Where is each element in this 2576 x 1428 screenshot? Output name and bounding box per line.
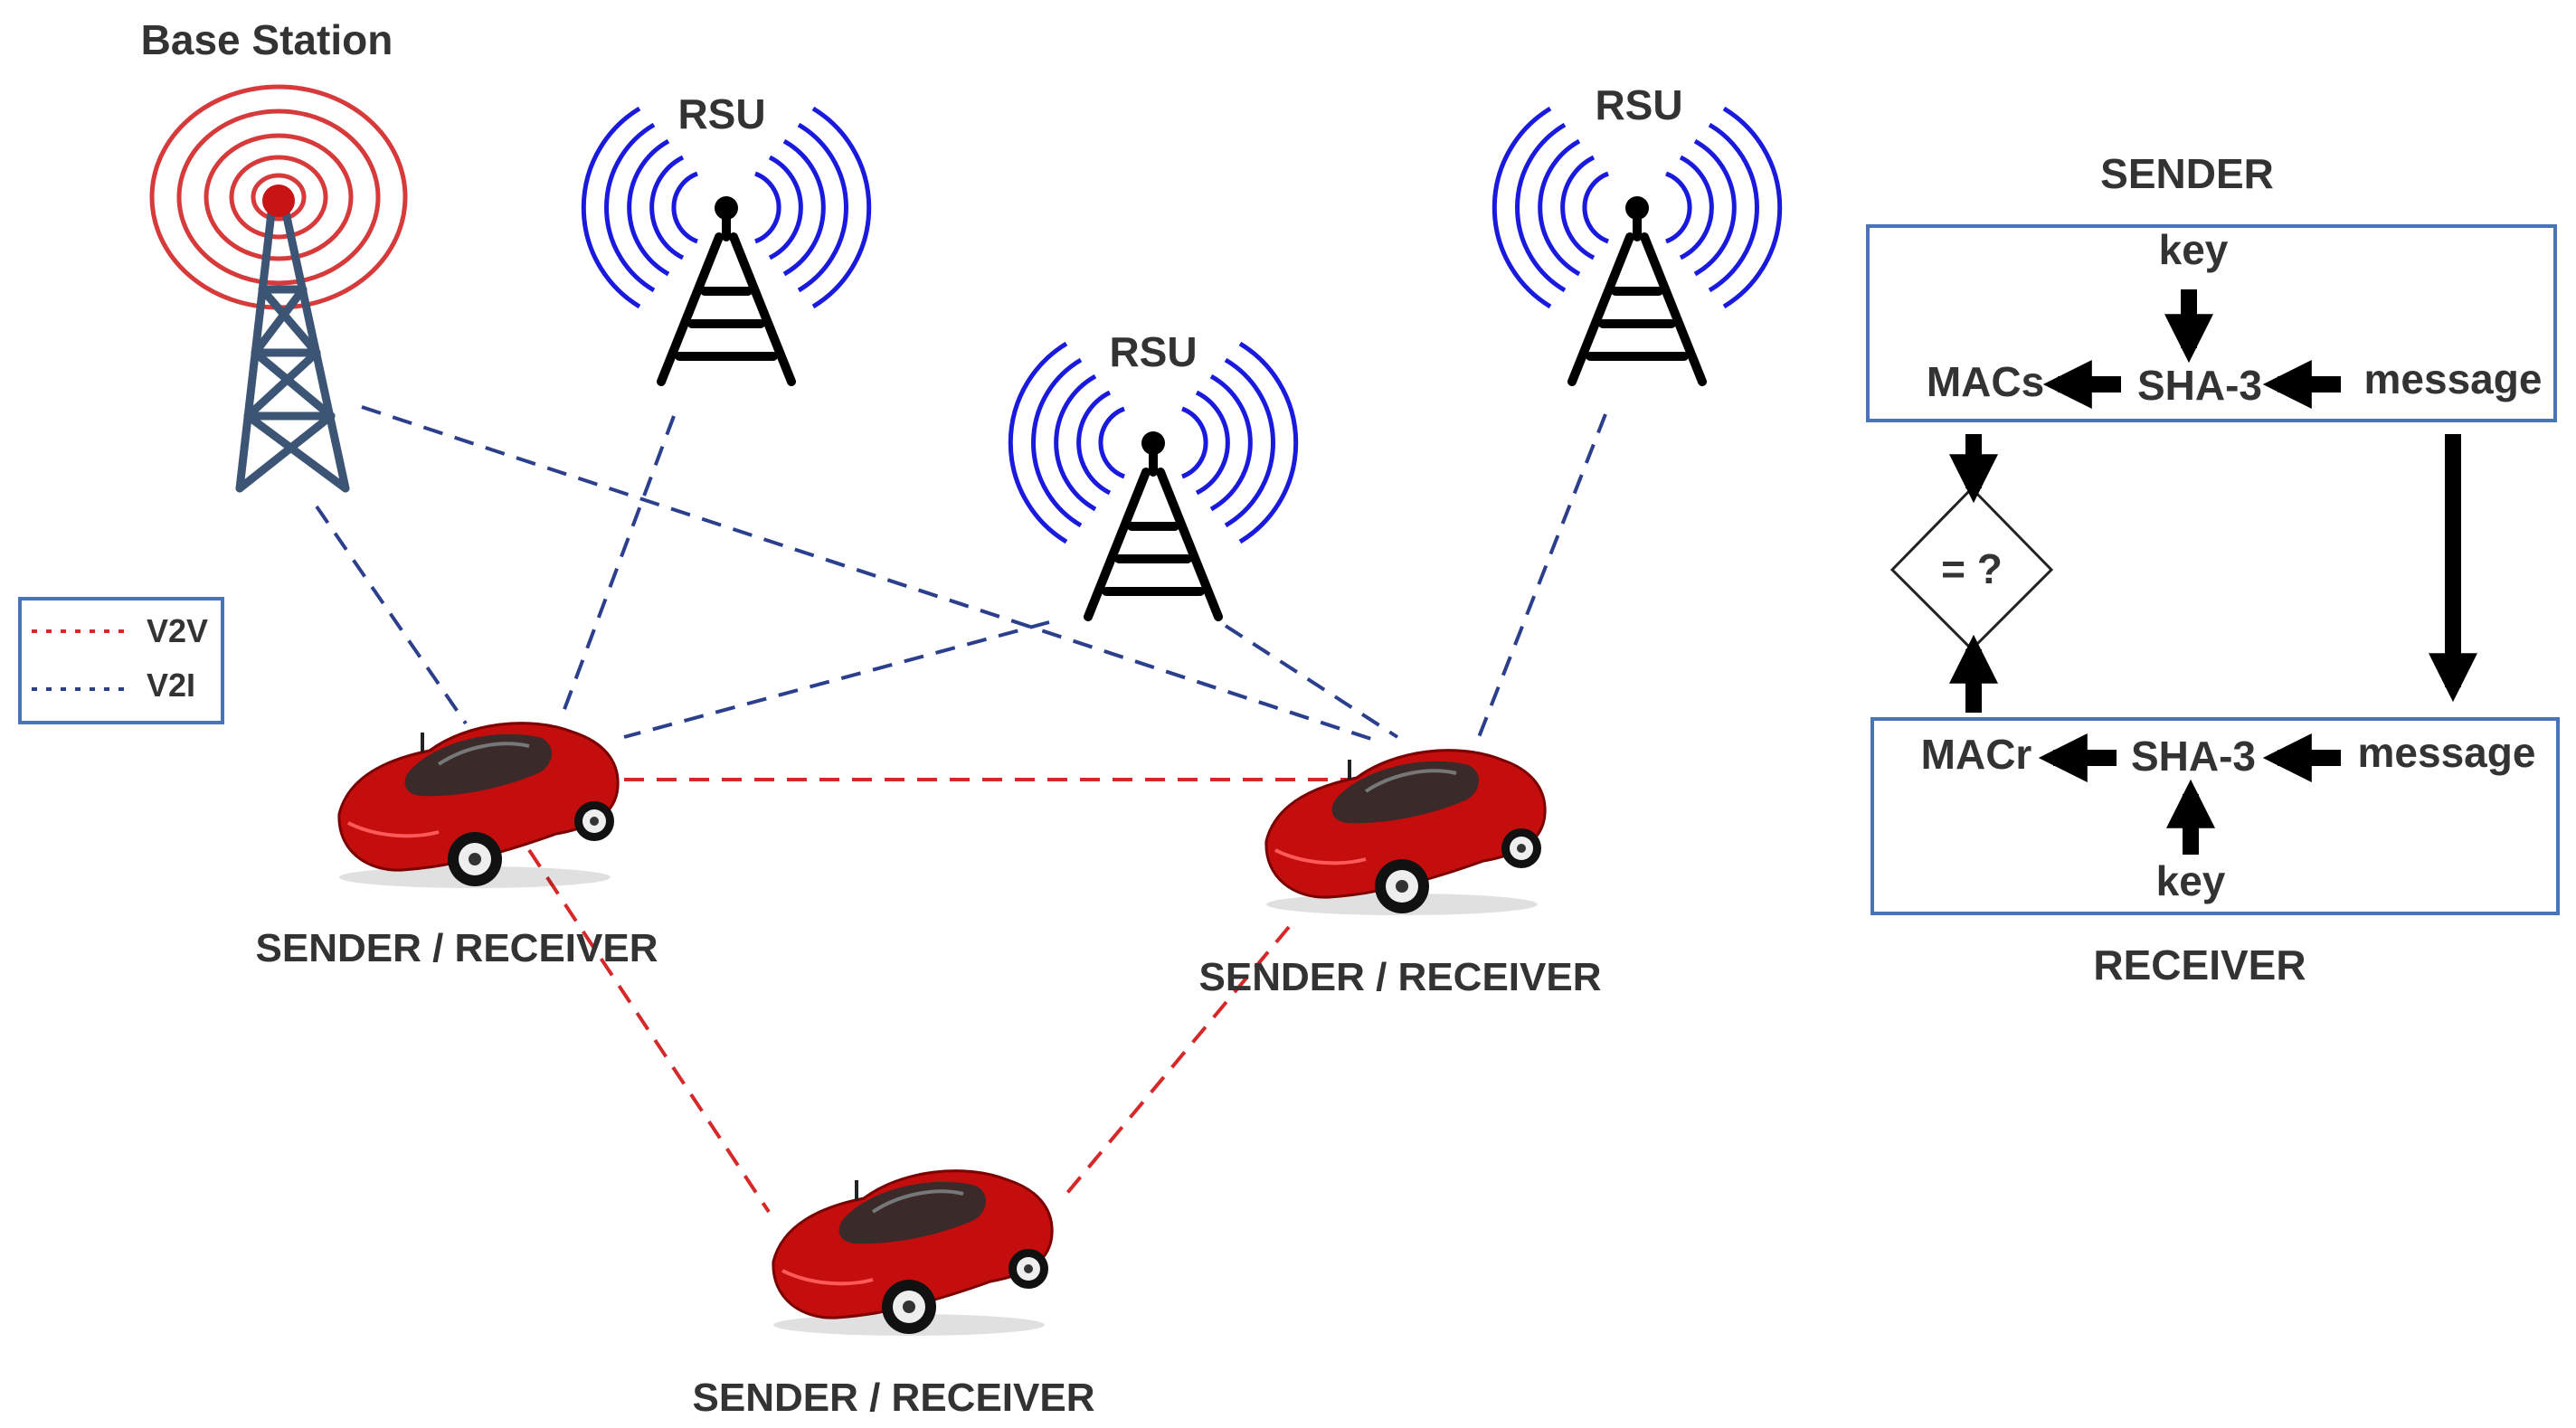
v2i-link-rsu-center-left-car [623,620,1050,739]
rsu-center-icon [1010,344,1295,617]
legend-v2v-label: V2V [147,612,208,649]
sender-title: SENDER [2100,150,2274,197]
sender-key: key [2159,226,2229,273]
v2v-link-right-bottom [1061,925,1291,1200]
v2i-link-rsu-right-car [1477,413,1607,738]
receiver-box [1870,717,2560,915]
receiver-title: RECEIVER [2093,941,2306,988]
compare-label: = ? [1941,545,2003,592]
car-right-icon [1264,748,1548,917]
rsu-center-label: RSU [1109,328,1197,375]
sender-box [1866,224,2557,422]
receiver-hash: SHA-3 [2131,733,2256,780]
sender-mac: MACs [1927,358,2044,405]
v2i-link-base-left-car [315,505,468,725]
legend: V2V V2I [18,597,224,724]
car-left-label: SENDER / RECEIVER [256,926,658,970]
rsu-left-icon [583,109,868,382]
v2v-link-left-bottom [527,848,771,1214]
v2i-link-rsu-left-car [559,415,676,720]
rsu-left-label: RSU [677,90,765,137]
legend-v2i-label: V2I [147,667,195,704]
receiver-key: key [2156,857,2226,904]
v2i-link-rsu-center-right-car [1224,624,1399,739]
base-station-icon [149,84,408,493]
mac-flow: SENDER key MACs SHA-3 message RECEIVER M… [1866,150,2560,988]
rsu-right-label: RSU [1595,81,1682,128]
car-right-label: SENDER / RECEIVER [1199,955,1602,999]
v2v-links [527,778,1352,1214]
receiver-message: message [2358,729,2536,776]
car-bottom-label: SENDER / RECEIVER [693,1376,1095,1420]
sender-hash: SHA-3 [2137,362,2262,409]
sender-message: message [2364,355,2543,402]
receiver-mac: MACr [1921,731,2032,778]
base-station-label: Base Station [141,16,393,63]
flow-arrows [1949,289,2477,855]
v2i-link-base-right-car [361,405,1380,743]
v2i-links [315,405,1607,743]
rsu-right-icon [1494,109,1779,382]
car-bottom-icon [771,1168,1055,1338]
car-left-icon [336,721,620,890]
